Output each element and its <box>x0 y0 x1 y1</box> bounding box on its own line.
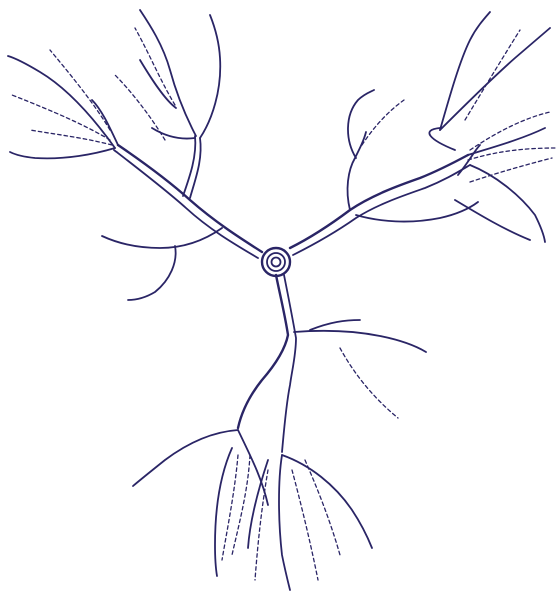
bottom-left-fan-3 <box>238 430 268 505</box>
soma-middle-ring <box>267 253 285 271</box>
bottom-right-branch <box>294 331 426 352</box>
right-fan-3 <box>429 128 455 150</box>
bottom-right-dash <box>340 348 398 418</box>
bottom-left-fan-2 <box>215 448 232 576</box>
left-lower-branch-1 <box>102 228 222 248</box>
left-twig-3 <box>140 60 176 108</box>
left-lower-branch-2 <box>128 246 176 300</box>
bottom-dash-5 <box>305 460 340 555</box>
left-twig-4 <box>152 128 195 139</box>
right-trunk-upper-line <box>290 155 468 248</box>
bottom-dash-3 <box>255 470 268 580</box>
right-dash-3 <box>468 148 556 160</box>
left-twig-1 <box>200 15 220 138</box>
bottom-right-branch-2 <box>310 320 360 330</box>
soma-nucleus <box>272 258 281 267</box>
right-trunk-lower-line <box>293 165 470 255</box>
soma <box>262 248 290 276</box>
bottom-trunk-right-line <box>282 275 296 452</box>
bottom-dash-2 <box>232 455 250 555</box>
left-fan-2 <box>10 148 115 158</box>
left-upper-dendrite <box>8 10 262 300</box>
right-fan-1 <box>440 12 490 130</box>
left-dash-1 <box>12 95 110 140</box>
bottom-right-fan-2 <box>279 455 290 590</box>
right-sub-3 <box>348 90 374 158</box>
right-dash-1 <box>465 30 520 120</box>
right-upper-dendrite <box>290 12 556 255</box>
right-sub-1 <box>356 202 478 222</box>
right-dash-5 <box>362 100 404 145</box>
left-dash-3 <box>50 50 110 130</box>
right-fan-6 <box>455 200 530 240</box>
bottom-dendrite <box>133 275 426 590</box>
bottom-dash-4 <box>292 470 318 580</box>
left-trunk-lower-line <box>114 150 258 258</box>
right-fan-2 <box>440 28 550 130</box>
left-dash-2 <box>30 130 112 145</box>
bottom-right-fan-1 <box>282 455 372 548</box>
bottom-trunk-left-line <box>238 275 288 428</box>
